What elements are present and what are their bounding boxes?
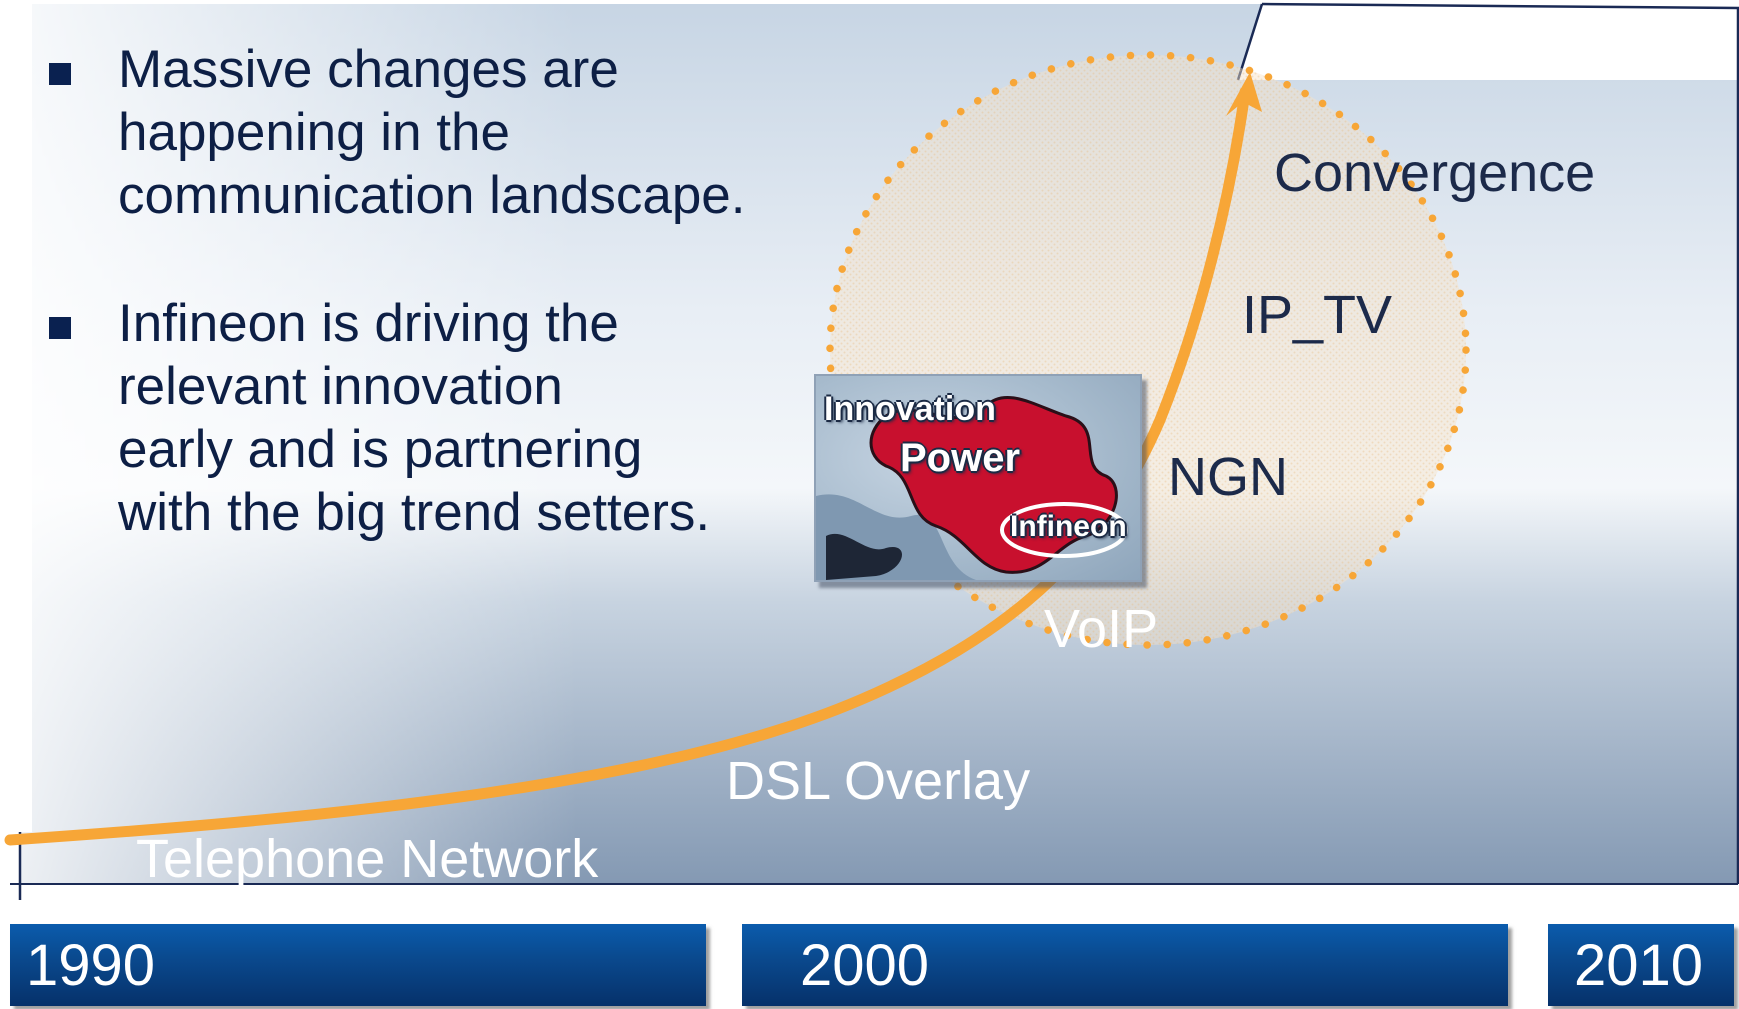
innovation-power-badge: Innovation Power Infineon	[814, 374, 1142, 582]
stage-label-convergence: Convergence	[1274, 143, 1596, 203]
timeline-bar-1990: 1990	[10, 924, 706, 1006]
bullet-2-line: Infineon is driving the	[118, 294, 619, 353]
bullet-1-line: happening in the	[118, 103, 510, 162]
bullet-text-2: Infineon is driving the relevant innovat…	[118, 292, 818, 544]
puzzle-graphic	[816, 395, 1128, 580]
growth-arrow	[4, 86, 1251, 846]
bullet-1-line: Massive changes are	[118, 40, 619, 99]
stage-label-ngn: NGN	[1168, 447, 1288, 507]
year-label-2000: 2000	[800, 933, 930, 998]
year-label-1990: 1990	[26, 933, 156, 998]
puzzle-shadow-piece	[826, 533, 903, 580]
bullet-marker	[49, 317, 71, 339]
badge-innovation-text: Innovation	[824, 390, 996, 428]
stage-label-ip-tv: IP_TV	[1242, 285, 1393, 345]
upper-right-panel	[1261, 2, 1739, 884]
stage-label-dsl-overlay: DSL Overlay	[726, 751, 1031, 811]
bullet-2-line: with the big trend setters.	[118, 483, 711, 542]
bullet-2-line: early and is partnering	[118, 420, 643, 479]
bullet-list: Massive changes are happening in the com…	[0, 0, 820, 560]
bullet-2-line: relevant innovation	[118, 357, 563, 416]
bullet-text-1: Massive changes are happening in the com…	[118, 38, 818, 227]
bullet-1-line: communication landscape.	[118, 166, 746, 225]
badge-power-text: Power	[900, 436, 1021, 480]
stage-label-voip: VoIP	[1044, 599, 1159, 659]
year-label-2010: 2010	[1574, 933, 1704, 998]
puzzle-piece-red	[869, 395, 1118, 574]
stage-label-telephone-network: Telephone Network	[136, 829, 599, 889]
infineon-swoosh	[1000, 502, 1128, 558]
timeline-bar-2000: 2000	[742, 924, 1508, 1006]
growth-arrow-head	[1226, 72, 1262, 116]
timeline-bar-2010: 2010	[1548, 924, 1734, 1006]
bullet-marker	[49, 63, 71, 85]
badge-infineon-logo: Infineon	[1010, 510, 1127, 543]
